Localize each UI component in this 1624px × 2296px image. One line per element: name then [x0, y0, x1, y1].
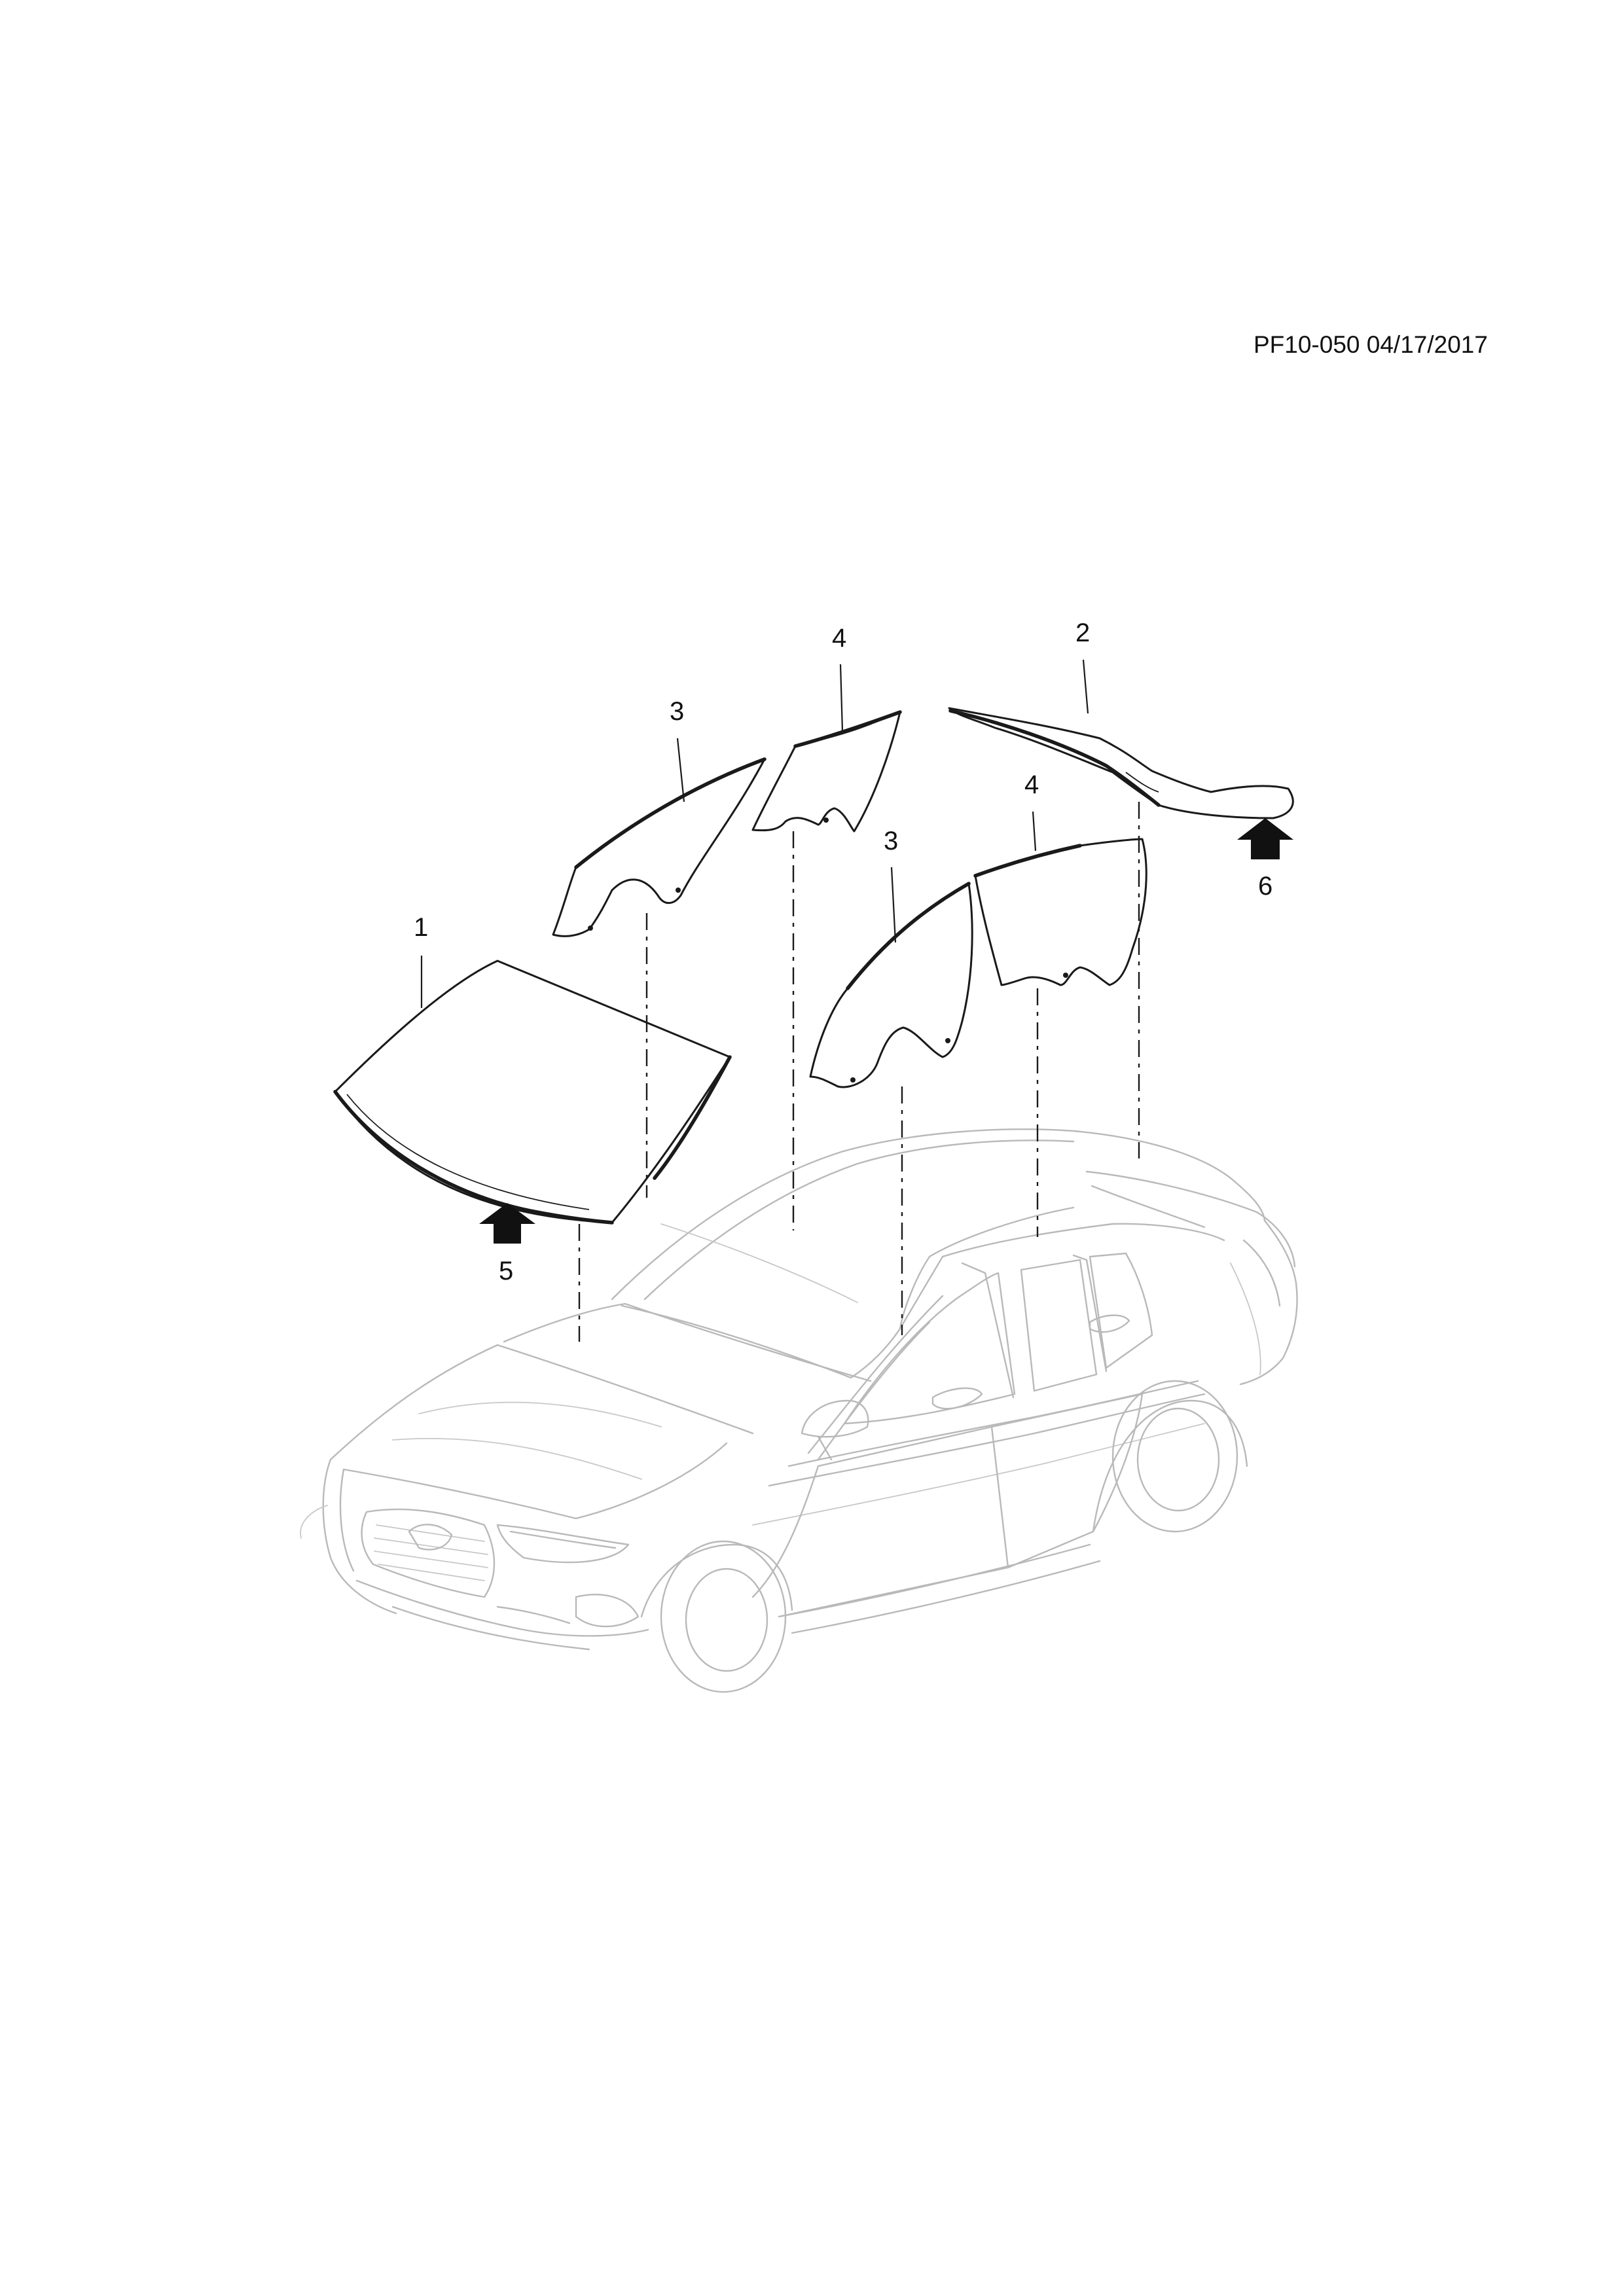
- callout-windshield-arrow: 5: [499, 1257, 513, 1285]
- callout-rear-window: 2: [1075, 619, 1090, 647]
- alignment-lines: [578, 802, 1140, 1342]
- callout-rear-door-glass-right: 4: [1024, 770, 1039, 799]
- callout-windshield: 1: [414, 913, 428, 942]
- rear-door-glass-left[interactable]: [751, 710, 902, 833]
- vehicle-body: [300, 1128, 1298, 1693]
- rear-door-glass-right[interactable]: [973, 838, 1147, 986]
- rear-window-glass[interactable]: [948, 707, 1294, 819]
- callout-rear-window-arrow: 6: [1258, 872, 1272, 901]
- view-direction-arrow-icon: [479, 1203, 535, 1244]
- callout-front-door-glass-right: 3: [884, 827, 898, 855]
- front-door-glass-left[interactable]: [552, 757, 767, 937]
- view-direction-arrow-icon: [1237, 818, 1293, 859]
- front-door-glass-right[interactable]: [809, 882, 973, 1088]
- callout-rear-door-glass-left: 4: [832, 624, 846, 653]
- callout-front-door-glass-left: 3: [670, 697, 684, 726]
- document-reference: PF10-050 04/17/2017: [1254, 331, 1488, 358]
- leader-lines: [420, 659, 1089, 1008]
- windshield-glass[interactable]: [333, 960, 732, 1225]
